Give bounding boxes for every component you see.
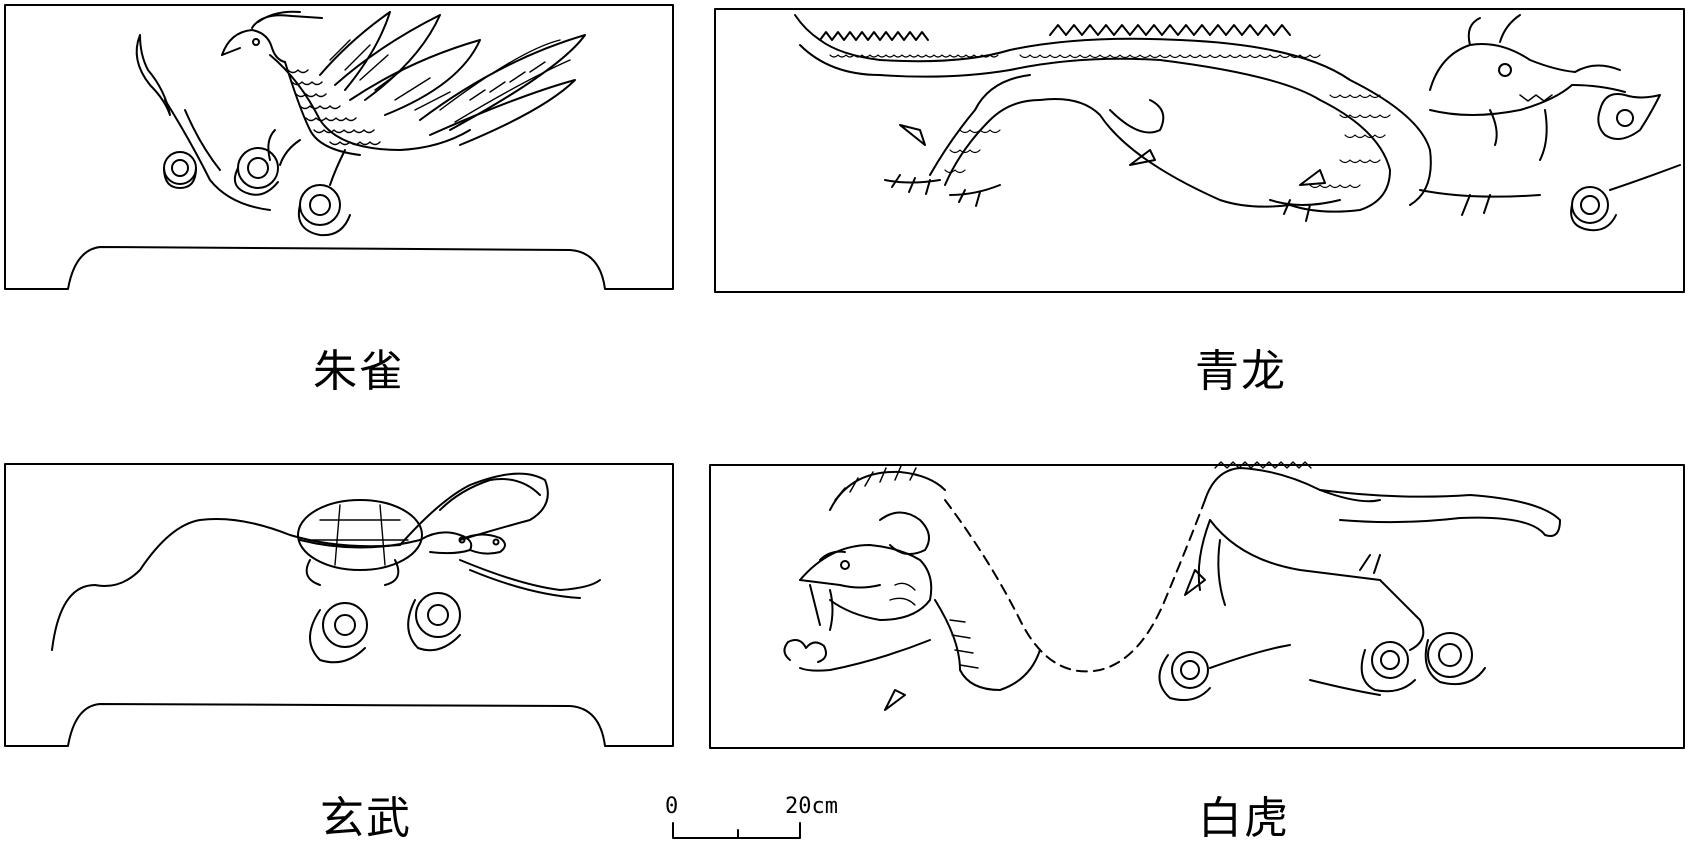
scale-bar: [672, 822, 801, 839]
scale-bar-max-value: 20: [785, 794, 812, 819]
dragon-icon: [794, 14, 1681, 232]
panel-frame: [4, 4, 674, 290]
scale-bar-unit: cm: [811, 794, 839, 819]
panel-frame: [714, 8, 1685, 293]
panel-baihu: [709, 461, 1685, 749]
panel-xuanwu: [4, 463, 674, 747]
panel-frame: [709, 464, 1685, 749]
panel-zhuque: [4, 4, 674, 290]
panel-qinglong: [714, 8, 1685, 293]
scale-bar-zero-label: 0: [665, 794, 679, 819]
panel-caption-zhuque: 朱雀: [313, 346, 405, 397]
panel-caption-baihu: 白虎: [1198, 793, 1290, 844]
tiger-icon: [783, 461, 1561, 711]
panel-frame: [4, 463, 674, 747]
panel-caption-qinglong: 青龙: [1195, 346, 1287, 397]
panel-caption-xuanwu: 玄武: [320, 793, 412, 844]
scale-bar-max-label: 20cm: [785, 796, 838, 818]
phoenix-icon: [135, 10, 586, 237]
turtle-snake-icon: [51, 472, 601, 664]
